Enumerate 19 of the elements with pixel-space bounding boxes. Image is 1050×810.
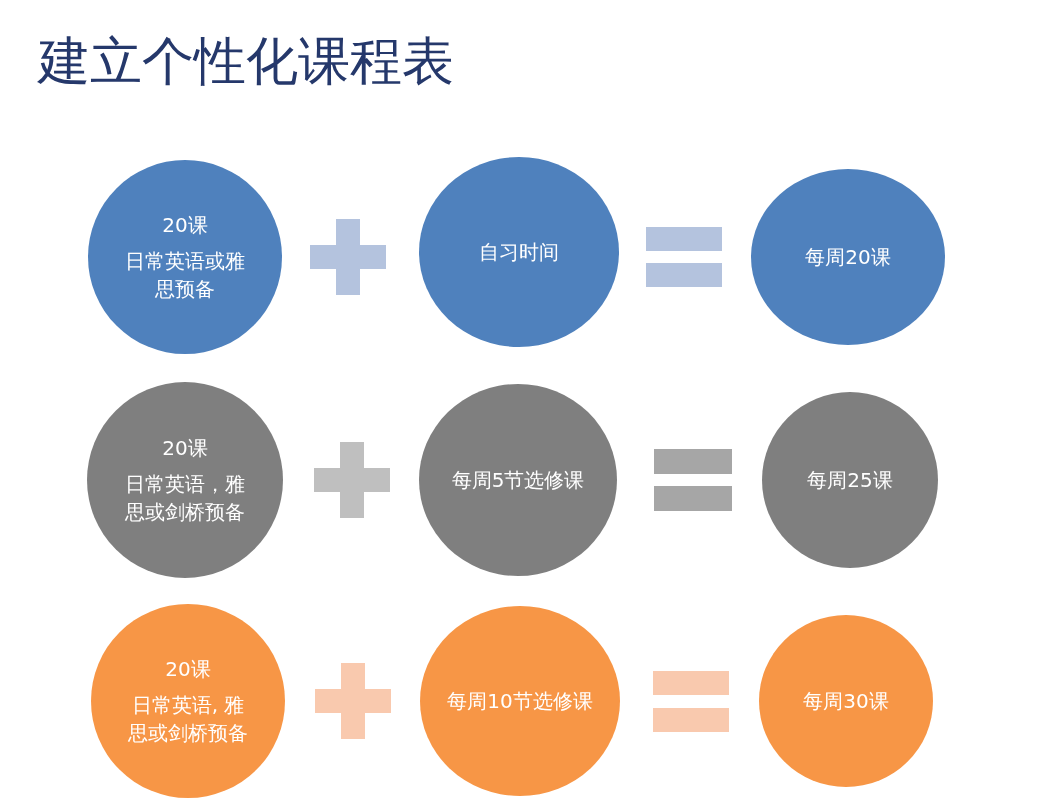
plus-sign-icon: [314, 442, 390, 518]
plus-sign-icon: [315, 663, 391, 739]
node-text: 每周5节选修课: [451, 467, 585, 493]
node-text: 日常英语，雅思或剑桥预备: [124, 470, 246, 526]
node-text: 每周25课: [807, 467, 893, 493]
node-text: 日常英语或雅思预备: [124, 247, 246, 303]
node-text: 自习时间: [479, 239, 559, 265]
node-text: 每周10节选修课: [447, 688, 593, 714]
equals-sign-icon: [653, 670, 729, 732]
equals-sign-icon: [654, 449, 732, 511]
plus-sign-icon: [310, 219, 386, 295]
node-heading: 20课: [162, 434, 208, 461]
node-text: 每周20课: [805, 244, 891, 270]
node-text: 日常英语, 雅思或剑桥预备: [127, 691, 249, 747]
page-title: 建立个性化课程表: [38, 30, 454, 93]
equals-sign-icon: [646, 227, 722, 287]
node-heading: 20课: [165, 655, 211, 682]
node-text: 每周30课: [803, 688, 889, 714]
node-heading: 20课: [162, 211, 208, 238]
